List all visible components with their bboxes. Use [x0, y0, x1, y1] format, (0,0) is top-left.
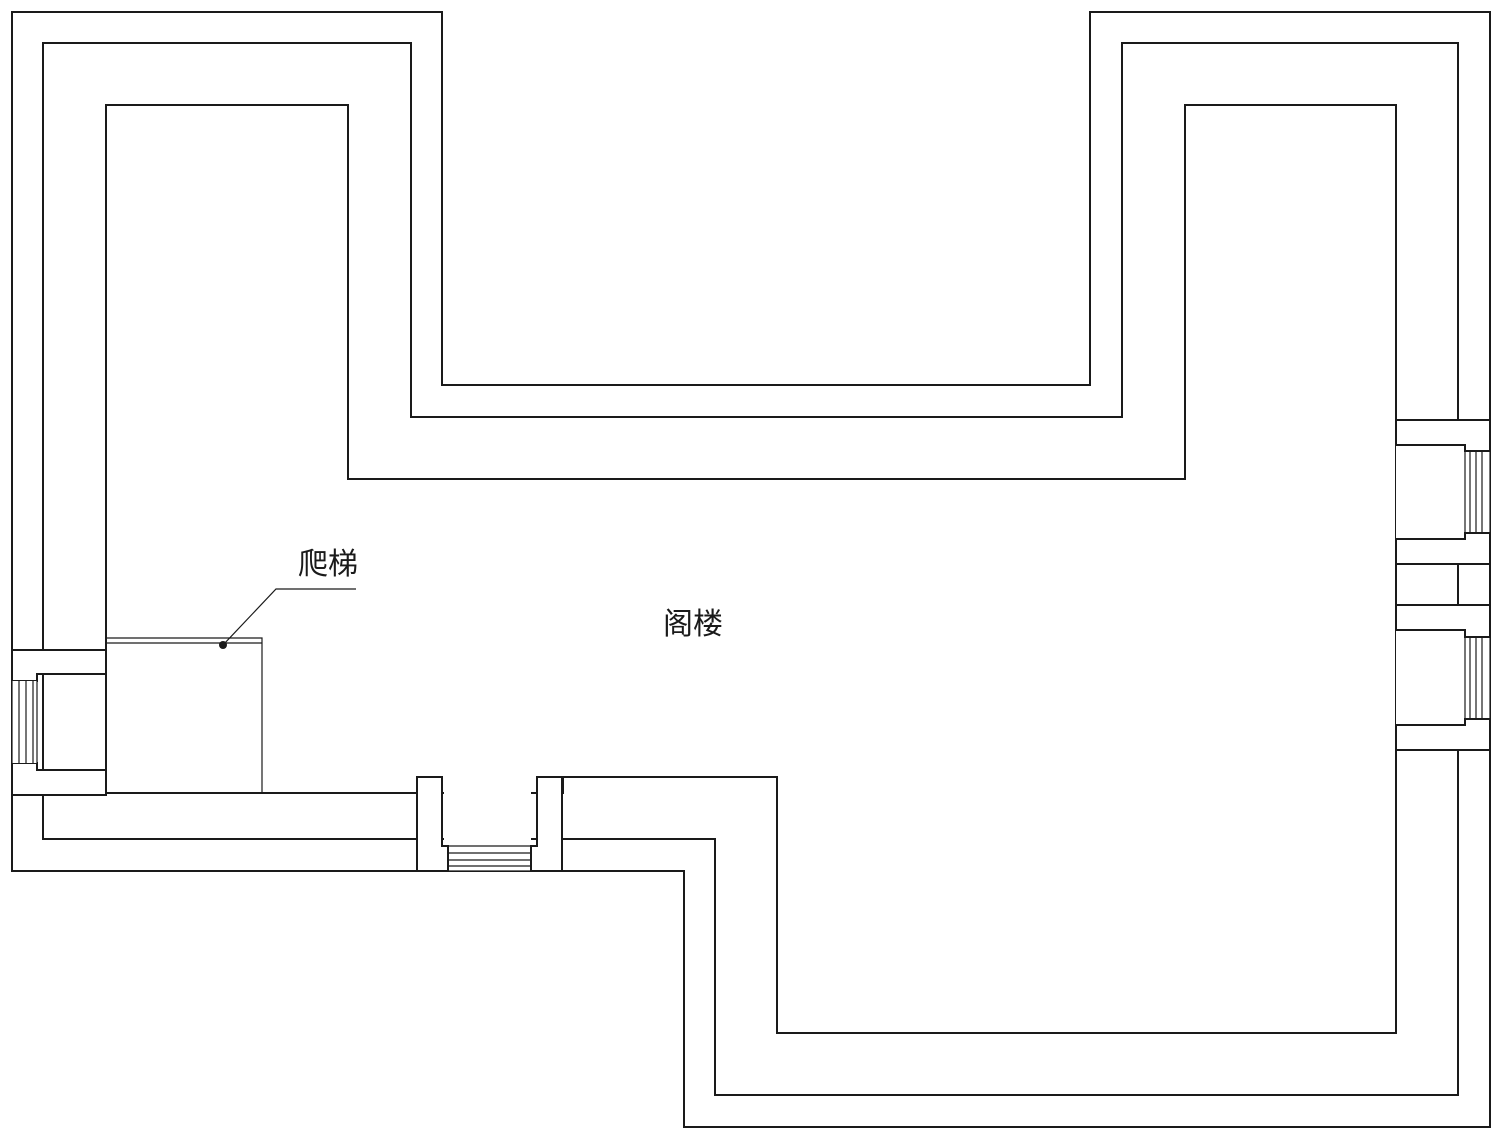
right-lower-window: [1395, 604, 1491, 751]
right-upper-window: [1395, 419, 1491, 565]
left-window: [11, 649, 107, 796]
ladder-label: 爬梯: [298, 547, 358, 582]
ladder-leader: [219, 588, 356, 649]
middle-wall-line: [42, 42, 1459, 1096]
bottom-window: [416, 776, 563, 872]
room-label: 阁楼: [663, 607, 723, 642]
ladder: [106, 637, 263, 793]
outer-wall-line: [11, 11, 1491, 1128]
